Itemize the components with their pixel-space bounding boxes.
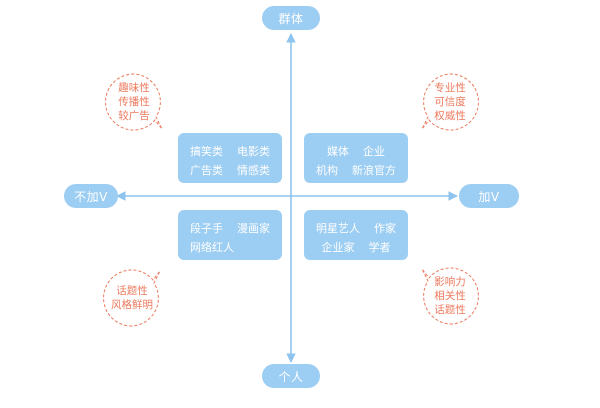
bubble-top-right: 专业性 可信度 权威性 <box>420 72 480 132</box>
speech-bubble-icon <box>105 73 163 131</box>
category-label: 作家 <box>374 222 396 235</box>
axis-left-label: 不加V <box>64 184 118 208</box>
category-label: 学者 <box>368 241 391 254</box>
bubble-text: 可信度 <box>434 96 466 108</box>
axis-top-label: 群体 <box>262 6 320 30</box>
bubble-text: 相关性 <box>434 290 466 302</box>
quadrant-box-bottom-left: 段子手 漫画家 网络红人 <box>178 210 282 260</box>
category-label: 漫画家 <box>237 222 270 235</box>
bubble-text: 趣味性 <box>118 82 150 94</box>
category-label: 段子手 <box>190 222 223 235</box>
bubble-text: 影响力 <box>434 276 466 288</box>
bubble-bottom-right: 影响力 相关性 话题性 <box>420 266 480 326</box>
category-label: 搞笑类 <box>190 145 223 158</box>
speech-bubble-icon <box>421 73 479 131</box>
bubble-text: 话题性 <box>116 285 148 297</box>
bubble-text: 权威性 <box>434 110 466 122</box>
speech-bubble-icon <box>103 269 161 327</box>
category-label: 新浪官方 <box>352 164 396 177</box>
bubble-top-left: 趣味性 传播性 较广告 <box>104 72 164 132</box>
bubble-text: 话题性 <box>434 304 466 316</box>
category-label: 电影类 <box>237 145 270 158</box>
category-label: 情感类 <box>237 164 270 177</box>
bubble-text: 较广告 <box>118 110 150 122</box>
quadrant-box-top-right: 媒体 企业 机构 新浪官方 <box>304 133 408 183</box>
category-label: 机构 <box>316 164 338 177</box>
category-label: 明星艺人 <box>316 222 360 235</box>
category-label: 企业 <box>363 145 385 158</box>
category-label: 广告类 <box>190 164 223 177</box>
quadrant-box-bottom-right: 明星艺人 作家 企业家 学者 <box>304 210 408 260</box>
speech-bubble-icon <box>421 267 479 325</box>
quadrant-box-top-left: 搞笑类 电影类 广告类 情感类 <box>178 133 282 183</box>
bubble-text: 传播性 <box>118 96 150 108</box>
bubble-bottom-left: 话题性 风格鲜明 <box>102 268 162 328</box>
category-label: 企业家 <box>321 241 355 254</box>
axis-right-label: 加V <box>459 184 519 208</box>
bubble-text: 专业性 <box>434 82 466 94</box>
category-label: 媒体 <box>327 145 349 158</box>
axis-bottom-label: 个人 <box>262 364 320 388</box>
bubble-text: 风格鲜明 <box>111 299 153 311</box>
category-label: 网络红人 <box>190 241 234 254</box>
